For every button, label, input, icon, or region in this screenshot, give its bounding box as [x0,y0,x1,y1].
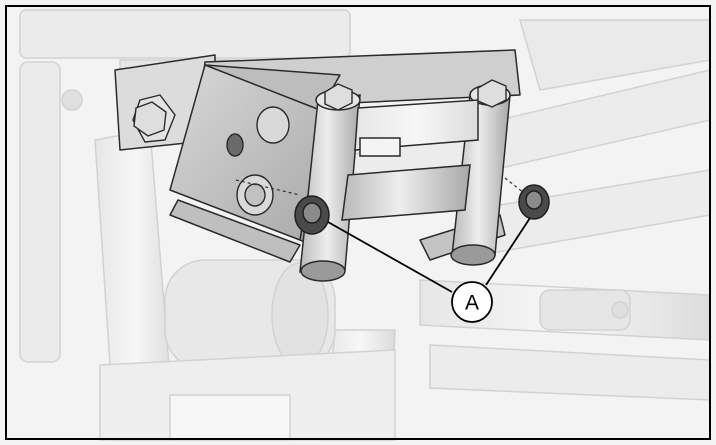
roller-pin-heads [133,79,507,137]
figure-border [5,5,711,440]
flange-nuts [294,184,550,235]
alignment-dash-line-2 [235,179,301,196]
callout-a: A [451,281,493,323]
callout-circle [451,281,493,323]
alignment-dash-line [504,177,525,194]
ghost-frame-parts [19,9,711,441]
mounting-bracket [114,49,521,263]
callout-label: A [465,292,479,315]
callout-leader-lines [327,217,531,293]
